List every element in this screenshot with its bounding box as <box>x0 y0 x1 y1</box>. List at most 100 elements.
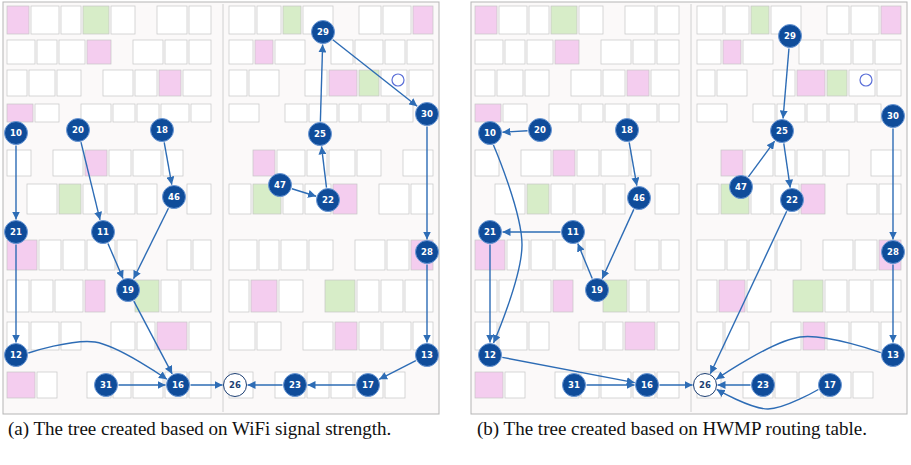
room <box>657 40 679 64</box>
room <box>549 104 579 122</box>
node-id: 16 <box>172 381 184 390</box>
node-id: 20 <box>72 126 84 135</box>
link-arrow <box>308 384 356 385</box>
link-arrow <box>748 141 774 177</box>
station-node: 18 <box>150 118 174 142</box>
room <box>657 6 679 34</box>
room <box>135 70 157 96</box>
room <box>499 6 527 34</box>
station-node: 28 <box>881 240 905 264</box>
link-arrow <box>322 146 327 187</box>
room <box>801 184 825 214</box>
room <box>807 104 827 122</box>
room <box>35 104 59 122</box>
link-arrow <box>108 243 123 278</box>
station-node: 11 <box>91 220 115 244</box>
room <box>59 40 85 64</box>
room <box>697 70 715 96</box>
room <box>629 280 647 312</box>
room <box>751 6 769 34</box>
room <box>31 280 53 312</box>
room <box>849 280 871 312</box>
room <box>475 150 499 176</box>
room <box>379 184 409 214</box>
link-arrow <box>502 131 527 133</box>
room <box>191 104 211 122</box>
room <box>283 6 301 34</box>
link-arrow <box>134 208 169 279</box>
room <box>717 70 747 96</box>
room <box>633 40 655 64</box>
room <box>259 240 279 270</box>
room <box>751 184 771 214</box>
room <box>499 322 527 350</box>
node-id: 28 <box>887 248 899 257</box>
room <box>507 240 529 270</box>
link-arrow <box>191 384 223 385</box>
room <box>475 372 503 398</box>
node-id: 13 <box>421 351 433 360</box>
wing-divider <box>691 4 692 412</box>
room <box>853 40 873 64</box>
station-node: 16 <box>635 373 659 397</box>
link-arrow <box>292 189 316 197</box>
link-arrow <box>119 384 166 385</box>
room <box>55 280 83 312</box>
node-id: 19 <box>591 286 603 295</box>
room <box>531 240 553 270</box>
room <box>7 70 27 96</box>
station-node: 21 <box>478 220 502 244</box>
room <box>697 280 717 312</box>
station-node: 46 <box>627 186 651 210</box>
link-arrow <box>15 245 16 343</box>
room <box>827 70 847 96</box>
node-id: 25 <box>314 130 326 139</box>
node-id: 20 <box>534 126 546 135</box>
room <box>189 40 211 64</box>
room <box>855 240 877 270</box>
room <box>523 280 551 312</box>
room <box>29 70 55 96</box>
station-node: 17 <box>818 373 842 397</box>
room <box>773 70 795 96</box>
room <box>743 40 773 64</box>
room <box>475 70 495 96</box>
plan-symbol <box>392 74 404 86</box>
room <box>305 70 327 96</box>
node-id: 10 <box>10 129 22 138</box>
room <box>747 280 771 312</box>
room <box>189 6 211 34</box>
node-id: 17 <box>824 381 836 390</box>
room <box>325 280 355 312</box>
room <box>7 6 29 34</box>
link-arrow <box>426 265 427 343</box>
room <box>381 70 407 96</box>
room <box>335 322 357 350</box>
station-node: 30 <box>415 102 439 126</box>
room <box>579 322 603 350</box>
room <box>249 70 279 96</box>
room <box>873 280 901 312</box>
room <box>551 6 577 34</box>
room <box>359 6 381 34</box>
room <box>167 240 191 270</box>
room <box>229 6 255 34</box>
station-node: 31 <box>562 373 586 397</box>
station-node: 46 <box>162 185 186 209</box>
room <box>85 280 105 312</box>
room <box>625 6 655 34</box>
room <box>825 150 849 176</box>
room <box>529 322 549 350</box>
node-id: 46 <box>168 193 180 202</box>
station-node: 23 <box>751 373 775 397</box>
room <box>697 240 725 270</box>
room <box>189 322 211 350</box>
room <box>529 6 549 34</box>
room <box>823 240 853 270</box>
link-arrow <box>134 301 172 374</box>
node-id: 13 <box>887 351 899 360</box>
room <box>57 70 81 96</box>
room <box>7 240 37 270</box>
room <box>137 184 157 214</box>
